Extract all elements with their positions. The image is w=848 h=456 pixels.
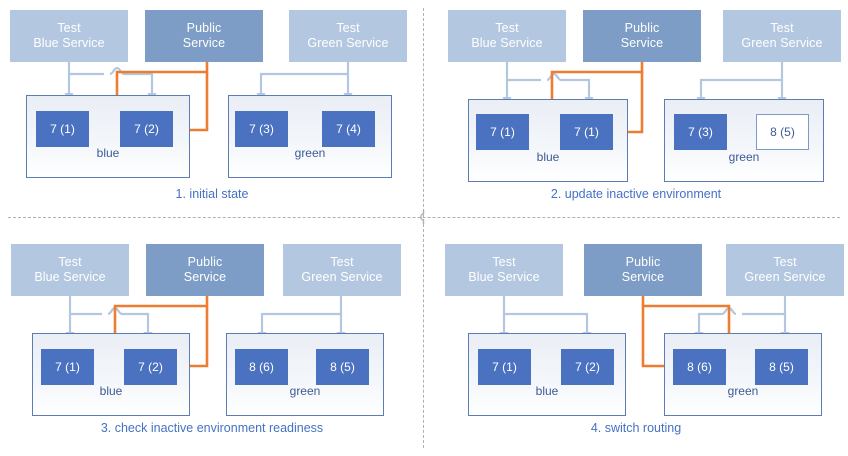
instance-box[interactable]: 8 (6) [673,349,726,385]
environment-green-label: green [294,146,326,160]
instance-box[interactable]: 8 (5) [755,349,808,385]
panel-caption: 3. check inactive environment readiness [100,421,324,435]
environment-green-label: green [727,384,759,398]
instance-box[interactable]: 7 (2) [124,349,177,385]
instance-box[interactable]: 7 (3) [235,111,288,147]
panel-caption: 1. initial state [175,187,249,201]
instance-box-pending[interactable]: 8 (5) [756,114,809,150]
environment-green-label: green [728,150,760,164]
instance-box[interactable]: 7 (1) [560,114,613,150]
instance-box[interactable]: 7 (2) [561,349,614,385]
divider-crossing-hop [420,210,425,224]
instance-box[interactable]: 7 (1) [41,349,94,385]
instance-box[interactable]: 7 (4) [322,111,375,147]
instance-box[interactable]: 7 (1) [478,349,531,385]
environment-blue-label: blue [96,146,120,160]
instance-box[interactable]: 8 (5) [316,349,369,385]
environment-green-label: green [289,384,321,398]
panel-caption: 4. switch routing [590,421,682,435]
panel-caption: 2. update inactive environment [550,187,722,201]
instance-box[interactable]: 8 (6) [235,349,288,385]
divider-vertical [423,8,424,448]
environment-blue-label: blue [536,150,560,164]
instance-box[interactable]: 7 (2) [120,111,173,147]
instance-box[interactable]: 7 (1) [476,114,529,150]
environment-blue-label: blue [535,384,559,398]
instance-box[interactable]: 7 (3) [674,114,727,150]
divider-horizontal [8,217,840,218]
environment-blue-label: blue [99,384,123,398]
instance-box[interactable]: 7 (1) [36,111,89,147]
